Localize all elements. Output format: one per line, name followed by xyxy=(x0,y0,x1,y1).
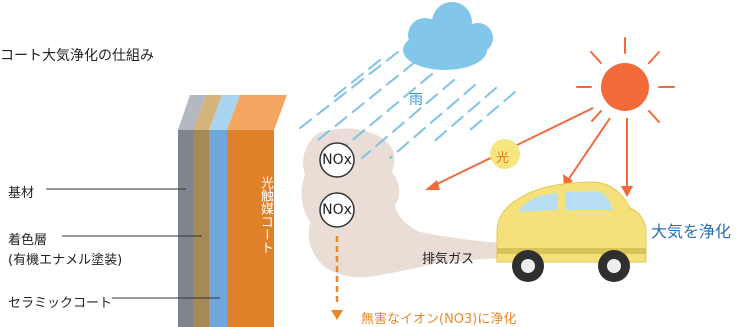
rain-streaks xyxy=(299,51,516,159)
car xyxy=(496,181,647,282)
nox-molecule-2 xyxy=(319,192,355,228)
exhaust-label: 排気ガス xyxy=(422,252,475,267)
block-top-tan xyxy=(193,95,222,130)
car-window-rear xyxy=(518,193,557,212)
nox-label-2: NOx xyxy=(322,202,352,218)
nox-molecule-1 xyxy=(319,142,355,178)
color-layer xyxy=(193,130,209,327)
diagram-title: コート大気浄化の仕組み xyxy=(0,48,154,64)
car-bumper xyxy=(497,248,646,254)
block-top-blue xyxy=(209,95,240,130)
nox-label-1: NOx xyxy=(322,152,352,168)
block-top-gray xyxy=(178,95,206,130)
light-ray-arrowhead-1 xyxy=(425,180,440,190)
photocatalyst-coat-label: 光触媒コート xyxy=(258,176,273,254)
light-ray-arrowhead-3 xyxy=(621,186,633,197)
light-rays xyxy=(432,107,628,190)
harmless-ion-label: 無害なイオン(NO3)に浄化 xyxy=(361,312,517,327)
base-layer xyxy=(178,130,193,327)
sun-disc xyxy=(601,63,649,111)
light-badge xyxy=(490,139,520,169)
purification-arrowhead xyxy=(331,310,343,320)
rain-label: 雨 xyxy=(409,92,423,108)
material-block xyxy=(178,95,287,327)
rain-cloud xyxy=(403,2,493,70)
base-layer-label: 基材 xyxy=(8,186,35,201)
sun xyxy=(576,37,675,123)
photocatalyst-coat-layer xyxy=(227,130,274,327)
ceramic-layer xyxy=(209,130,227,327)
light-label: 光 xyxy=(496,151,510,166)
ceramic-coat-label: セラミックコート xyxy=(8,296,113,311)
block-top-orange xyxy=(227,95,287,130)
color-layer-sublabel: (有機エナメル塗装) xyxy=(8,253,123,268)
color-layer-label: 着色層 xyxy=(8,233,48,248)
car-window-front xyxy=(565,191,613,210)
purify-label: 大気を浄化 xyxy=(651,222,732,241)
